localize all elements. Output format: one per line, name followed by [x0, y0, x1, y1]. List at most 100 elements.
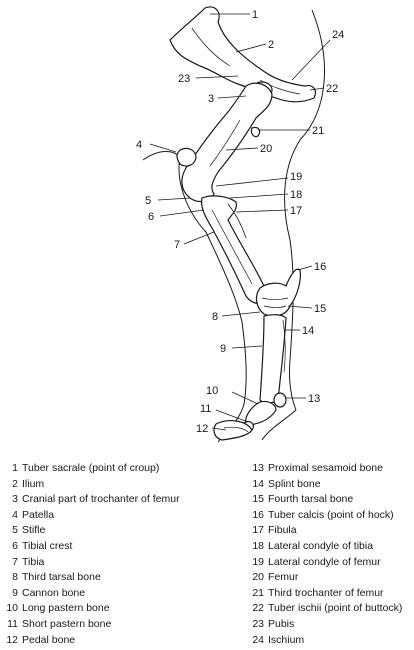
tibia: [201, 195, 268, 305]
label-11: 11: [200, 403, 211, 415]
legend-item: 15 Fourth tarsal bone: [250, 492, 414, 508]
legend-text: Stifle: [22, 524, 46, 537]
pastern-and-hoof: [213, 392, 287, 441]
legend-item: 3 Cranial part of trochanter of femur: [4, 492, 244, 508]
legend-text: Tibial crest: [22, 539, 73, 552]
legend-item: 16 Tuber calcis (point of hock): [250, 508, 414, 524]
legend-number: 3: [12, 493, 18, 506]
legend-text: Tuber ischii (point of buttock): [268, 602, 403, 615]
label-6: 6: [148, 211, 154, 223]
label-7: 7: [174, 239, 180, 251]
label-24: 24: [332, 29, 344, 41]
patella: [176, 147, 197, 167]
legend-text: Third tarsal bone: [22, 571, 101, 584]
label-22: 22: [326, 83, 338, 95]
legend-text: Splint bone: [268, 477, 321, 490]
legend-number: 12: [6, 633, 18, 646]
label-3: 3: [208, 93, 214, 105]
legend-item: 22 Tuber ischii (point of buttock): [250, 601, 414, 617]
label-13: 13: [308, 393, 320, 405]
legend-text: Lateral condyle of femur: [268, 555, 381, 568]
legend-number: 16: [252, 508, 264, 521]
legend-number: 5: [12, 524, 18, 537]
legend-number: 11: [7, 617, 18, 630]
label-12: 12: [196, 423, 208, 435]
splint-bone: [282, 319, 286, 373]
legend-number: 22: [252, 602, 264, 615]
legend-number: 10: [6, 602, 18, 615]
legend-item: 9 Cannon bone: [4, 586, 244, 602]
label-21: 21: [312, 125, 324, 137]
legend-number: 23: [252, 617, 264, 630]
number-labels: 1 2 3 4 5 6 7 8 9 10 11 12 13 14 15 16 1…: [136, 9, 344, 435]
fibula: [227, 203, 247, 239]
legend-number: 20: [252, 571, 264, 584]
label-20: 20: [260, 143, 272, 155]
label-10: 10: [206, 385, 218, 397]
leader-lines: [149, 13, 331, 431]
legend-text: Lateral condyle of tibia: [268, 539, 374, 552]
legend-number: 24: [252, 633, 264, 646]
legend-text: Ischium: [268, 633, 305, 646]
legend-item: 12 Pedal bone: [4, 633, 244, 649]
legend-text: Fibula: [268, 524, 297, 537]
legend-item: 4 Patella: [4, 508, 244, 524]
legend-text: Pedal bone: [22, 633, 76, 646]
legend-text: Tuber calcis (point of hock): [268, 508, 394, 521]
label-8: 8: [212, 311, 218, 323]
legend-item: 23 Pubis: [250, 617, 414, 633]
label-23: 23: [178, 73, 190, 85]
label-2: 2: [268, 39, 274, 51]
sesamoid: [273, 392, 287, 408]
legend-number: 15: [252, 493, 264, 506]
legend-text: Pubis: [268, 617, 295, 630]
legend-text: Femur: [268, 571, 299, 584]
legend-item: 24 Ischium: [250, 633, 414, 649]
legend-item: 20 Femur: [250, 570, 414, 586]
legend-text: Tuber sacrale (point of croup): [22, 462, 160, 474]
legend-number: 14: [252, 477, 264, 490]
legend-number: 4: [12, 508, 18, 521]
legend-item: 10 Long pastern bone: [4, 601, 244, 617]
legend-item: 11 Short pastern bone: [4, 617, 244, 633]
label-9: 9: [220, 343, 226, 355]
legend-number: 6: [12, 539, 18, 552]
legend-number: 8: [12, 571, 18, 584]
legend-text: Long pastern bone: [22, 602, 110, 615]
legend-number: 1: [12, 462, 18, 474]
label-5: 5: [145, 195, 151, 207]
legend-item: 14 Splint bone: [250, 477, 414, 493]
legend-text: Fourth tarsal bone: [268, 493, 354, 506]
label-4: 4: [136, 139, 142, 151]
legend-item: 5 Stifle: [4, 523, 244, 539]
legend-text: Tibia: [22, 555, 45, 568]
legend-text: Cranial part of trochanter of femur: [22, 493, 180, 506]
legend-text: Proximal sesamoid bone: [268, 462, 383, 474]
legend-item: 7 Tibia: [4, 555, 244, 571]
cannon-bone: [259, 314, 287, 404]
pelvis: [169, 6, 317, 103]
legend-text: Short pastern bone: [22, 617, 112, 630]
legend-item: 19 Lateral condyle of femur: [250, 555, 414, 571]
legend-text: Cannon bone: [22, 586, 86, 599]
legend-text: Ilium: [22, 477, 45, 490]
label-19: 19: [290, 171, 302, 183]
label-17: 17: [290, 205, 302, 217]
label-1: 1: [252, 9, 258, 21]
legend-number: 7: [12, 555, 18, 568]
label-14: 14: [302, 325, 314, 337]
femur: [181, 82, 273, 203]
legend-item: 1 Tuber sacrale (point of croup): [4, 461, 244, 477]
legend-item: 8 Third tarsal bone: [4, 570, 244, 586]
legend-text: Patella: [22, 508, 55, 521]
legend-number: 19: [252, 555, 264, 568]
label-18: 18: [290, 189, 302, 201]
legend-number: 9: [12, 586, 18, 599]
legend-text: Third trochanter of femur: [268, 586, 384, 599]
